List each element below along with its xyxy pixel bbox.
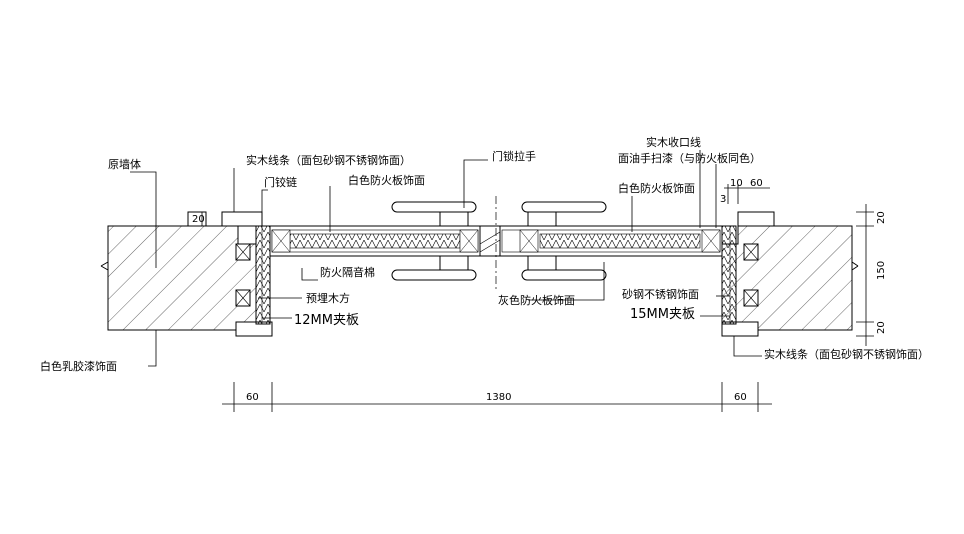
right-wall [721,211,859,337]
dim-bottom-right: 60 [734,392,747,403]
label-door-hinge: 门铰链 [264,175,297,189]
dim-left-frame: 20 [192,214,205,225]
dim-top-three: 3 [720,194,726,205]
left-wall [100,211,273,337]
label-plywood-15mm: 15MM夹板 [630,307,695,322]
dim-top-small: 10 [730,178,743,189]
label-original-wall: 原墙体 [108,157,141,171]
left-door-leaf [269,225,501,257]
label-embedded-wood: 预埋木方 [306,291,350,305]
label-sanded-stainless-finish: 砂钢不锈钢饰面 [622,287,699,301]
dim-right-bottom: 20 [876,321,887,334]
dim-right-middle: 150 [876,261,887,280]
dimension-lines [201,184,874,412]
door-handles [391,196,607,290]
label-solid-wood-strip-left: 实木线条（面包砂钢不锈钢饰面） [246,153,411,167]
label-plywood-12mm: 12MM夹板 [294,313,359,328]
label-solid-wood-door-stop: 实木收口线 [646,135,701,149]
label-white-fireproof-board-right: 白色防火板饰面 [618,181,695,195]
label-oil-finish: 面油手扫漆（与防火板同色） [618,151,761,165]
dim-bottom-left: 60 [246,392,259,403]
label-white-fireproof-board-left: 白色防火板饰面 [348,173,425,187]
right-door-leaf [499,225,723,257]
dim-right-top: 20 [876,211,887,224]
dim-top-sixty: 60 [750,178,763,189]
label-fireproof-sound-cotton: 防火隔音棉 [320,265,375,279]
label-solid-wood-strip-right: 实木线条（面包砂钢不锈钢饰面） [764,347,929,361]
dim-bottom-middle: 1380 [486,392,511,403]
label-white-latex-paint: 白色乳胶漆饰面 [40,359,117,373]
leader-lines [130,150,762,367]
label-door-lock-handle: 门锁拉手 [492,149,536,163]
label-grey-fireproof-board: 灰色防火板饰面 [498,293,575,307]
